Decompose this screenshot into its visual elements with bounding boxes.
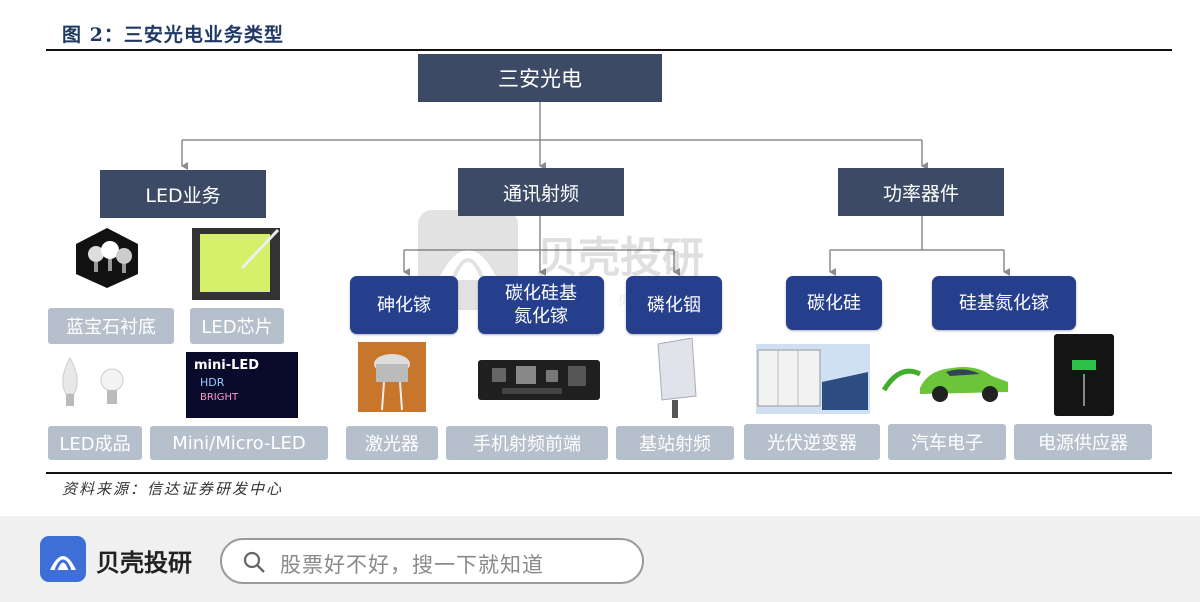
photo-led-bulbs bbox=[54, 350, 134, 416]
label-led-product: LED成品 bbox=[48, 426, 142, 460]
shell-logo-icon[interactable] bbox=[40, 536, 86, 582]
label-auto-electronics: 汽车电子 bbox=[888, 424, 1006, 460]
search-bar[interactable]: 股票好不好，搜一下就知道 bbox=[220, 538, 644, 584]
category-power: 功率器件 bbox=[838, 168, 1004, 216]
label-led-chip: LED芯片 bbox=[190, 308, 284, 344]
photo-electric-car bbox=[880, 344, 1016, 406]
label-sapphire: 蓝宝石衬底 bbox=[48, 308, 174, 344]
top-rule bbox=[46, 49, 1172, 51]
photo-led-chip bbox=[192, 228, 280, 300]
tech-inp: 磷化铟 bbox=[626, 276, 722, 334]
tech-gan-on-sic-line1: 碳化硅基 bbox=[505, 283, 577, 304]
photo-mini-led-display: mini-LED HDR BRIGHT bbox=[186, 352, 298, 418]
mini-led-text-3: BRIGHT bbox=[200, 392, 239, 403]
tech-gan-on-si: 硅基氮化镓 bbox=[932, 276, 1076, 330]
mini-led-text-1: mini-LED bbox=[194, 358, 260, 373]
photo-phone-rf-board bbox=[472, 346, 606, 412]
tech-gan-on-sic: 碳化硅基 氮化镓 bbox=[478, 276, 604, 334]
figure-title: 图 2：三安光电业务类型 bbox=[62, 24, 284, 46]
tech-gaas: 砷化镓 bbox=[350, 276, 458, 334]
label-laser: 激光器 bbox=[346, 426, 438, 460]
footer-brand[interactable]: 贝壳投研 bbox=[96, 549, 192, 577]
category-led: LED业务 bbox=[100, 170, 266, 218]
search-icon bbox=[243, 551, 265, 573]
search-placeholder: 股票好不好，搜一下就知道 bbox=[280, 553, 544, 577]
tech-sic: 碳化硅 bbox=[786, 276, 882, 330]
root-node: 三安光电 bbox=[418, 54, 662, 102]
source-note: 资料来源：信达证券研发中心 bbox=[62, 480, 284, 498]
tech-gan-on-sic-line2: 氮化镓 bbox=[514, 306, 568, 327]
category-comm: 通讯射频 bbox=[458, 168, 624, 216]
bottom-rule bbox=[46, 472, 1172, 474]
photo-power-supply bbox=[1052, 334, 1116, 416]
label-mini-micro-led: Mini/Micro-LED bbox=[150, 426, 328, 460]
footer-bar: 贝壳投研 股票好不好，搜一下就知道 bbox=[0, 516, 1200, 602]
photo-pv-inverter bbox=[756, 344, 870, 414]
photo-sapphire-bulbs bbox=[72, 226, 142, 290]
label-pv-inverter: 光伏逆变器 bbox=[744, 424, 880, 460]
label-base-rf: 基站射频 bbox=[616, 426, 734, 460]
label-power-supply: 电源供应器 bbox=[1014, 424, 1152, 460]
connector-lines bbox=[181, 102, 1010, 276]
label-phone-rf: 手机射频前端 bbox=[446, 426, 608, 460]
photo-laser bbox=[358, 342, 426, 412]
photo-base-station bbox=[648, 338, 702, 418]
mini-led-text-2: HDR bbox=[200, 376, 225, 389]
